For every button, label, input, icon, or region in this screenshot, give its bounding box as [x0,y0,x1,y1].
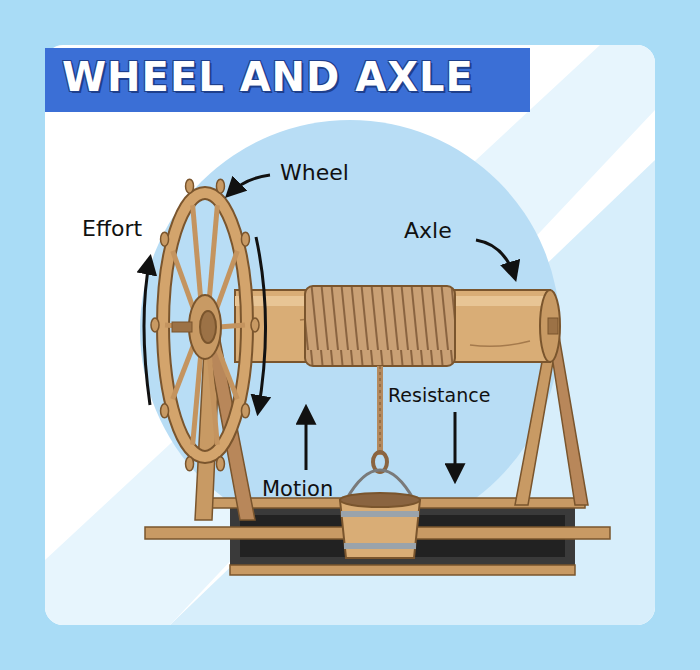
annotation-arrows [144,175,515,480]
motion-arrow [305,408,308,470]
wheel-handle [241,232,249,246]
bucket-rim [340,493,420,507]
spoke [216,345,237,399]
axle-label: Axle [404,218,452,243]
diagonal-band [45,45,655,625]
spoke [219,325,245,327]
wheel-handle [251,318,259,332]
axle-pin [548,318,558,334]
wheel-handle [241,404,249,418]
resistance-arrow [454,412,457,480]
bucket [340,500,420,558]
title: WHEEL AND AXLE [62,54,474,100]
rope-coil [305,286,455,366]
bucket-band [344,543,416,549]
motion-label: Motion [262,477,333,501]
wheel-handle [151,318,159,332]
resistance-label: Resistance [388,384,490,406]
spoke [193,356,201,445]
wheel-arrow [228,175,270,195]
title-banner [45,48,530,112]
wheel-handle [161,404,169,418]
spoke [193,205,201,298]
wheel-label: Wheel [280,160,349,185]
wheel [151,179,259,471]
spoke [216,251,237,309]
bucket-band [341,511,419,517]
wheel-handle [216,457,224,471]
rope [377,366,383,455]
spoke [173,251,194,309]
spoke [209,205,217,298]
wheel-handle [186,457,194,471]
effort-label: Effort [82,216,142,241]
backdrop-circle [140,120,560,540]
spoke [209,356,217,445]
effort-arrow [256,237,266,412]
panel [45,45,655,625]
axle-end [540,290,560,362]
wheel-handle [161,232,169,246]
base-beam [230,565,575,575]
rope-twist [380,366,381,455]
wheel-handle [186,179,194,193]
axle-arrow [476,240,515,278]
effort-arrow [144,258,150,405]
wheel-handle [216,179,224,193]
spoke [173,345,194,399]
